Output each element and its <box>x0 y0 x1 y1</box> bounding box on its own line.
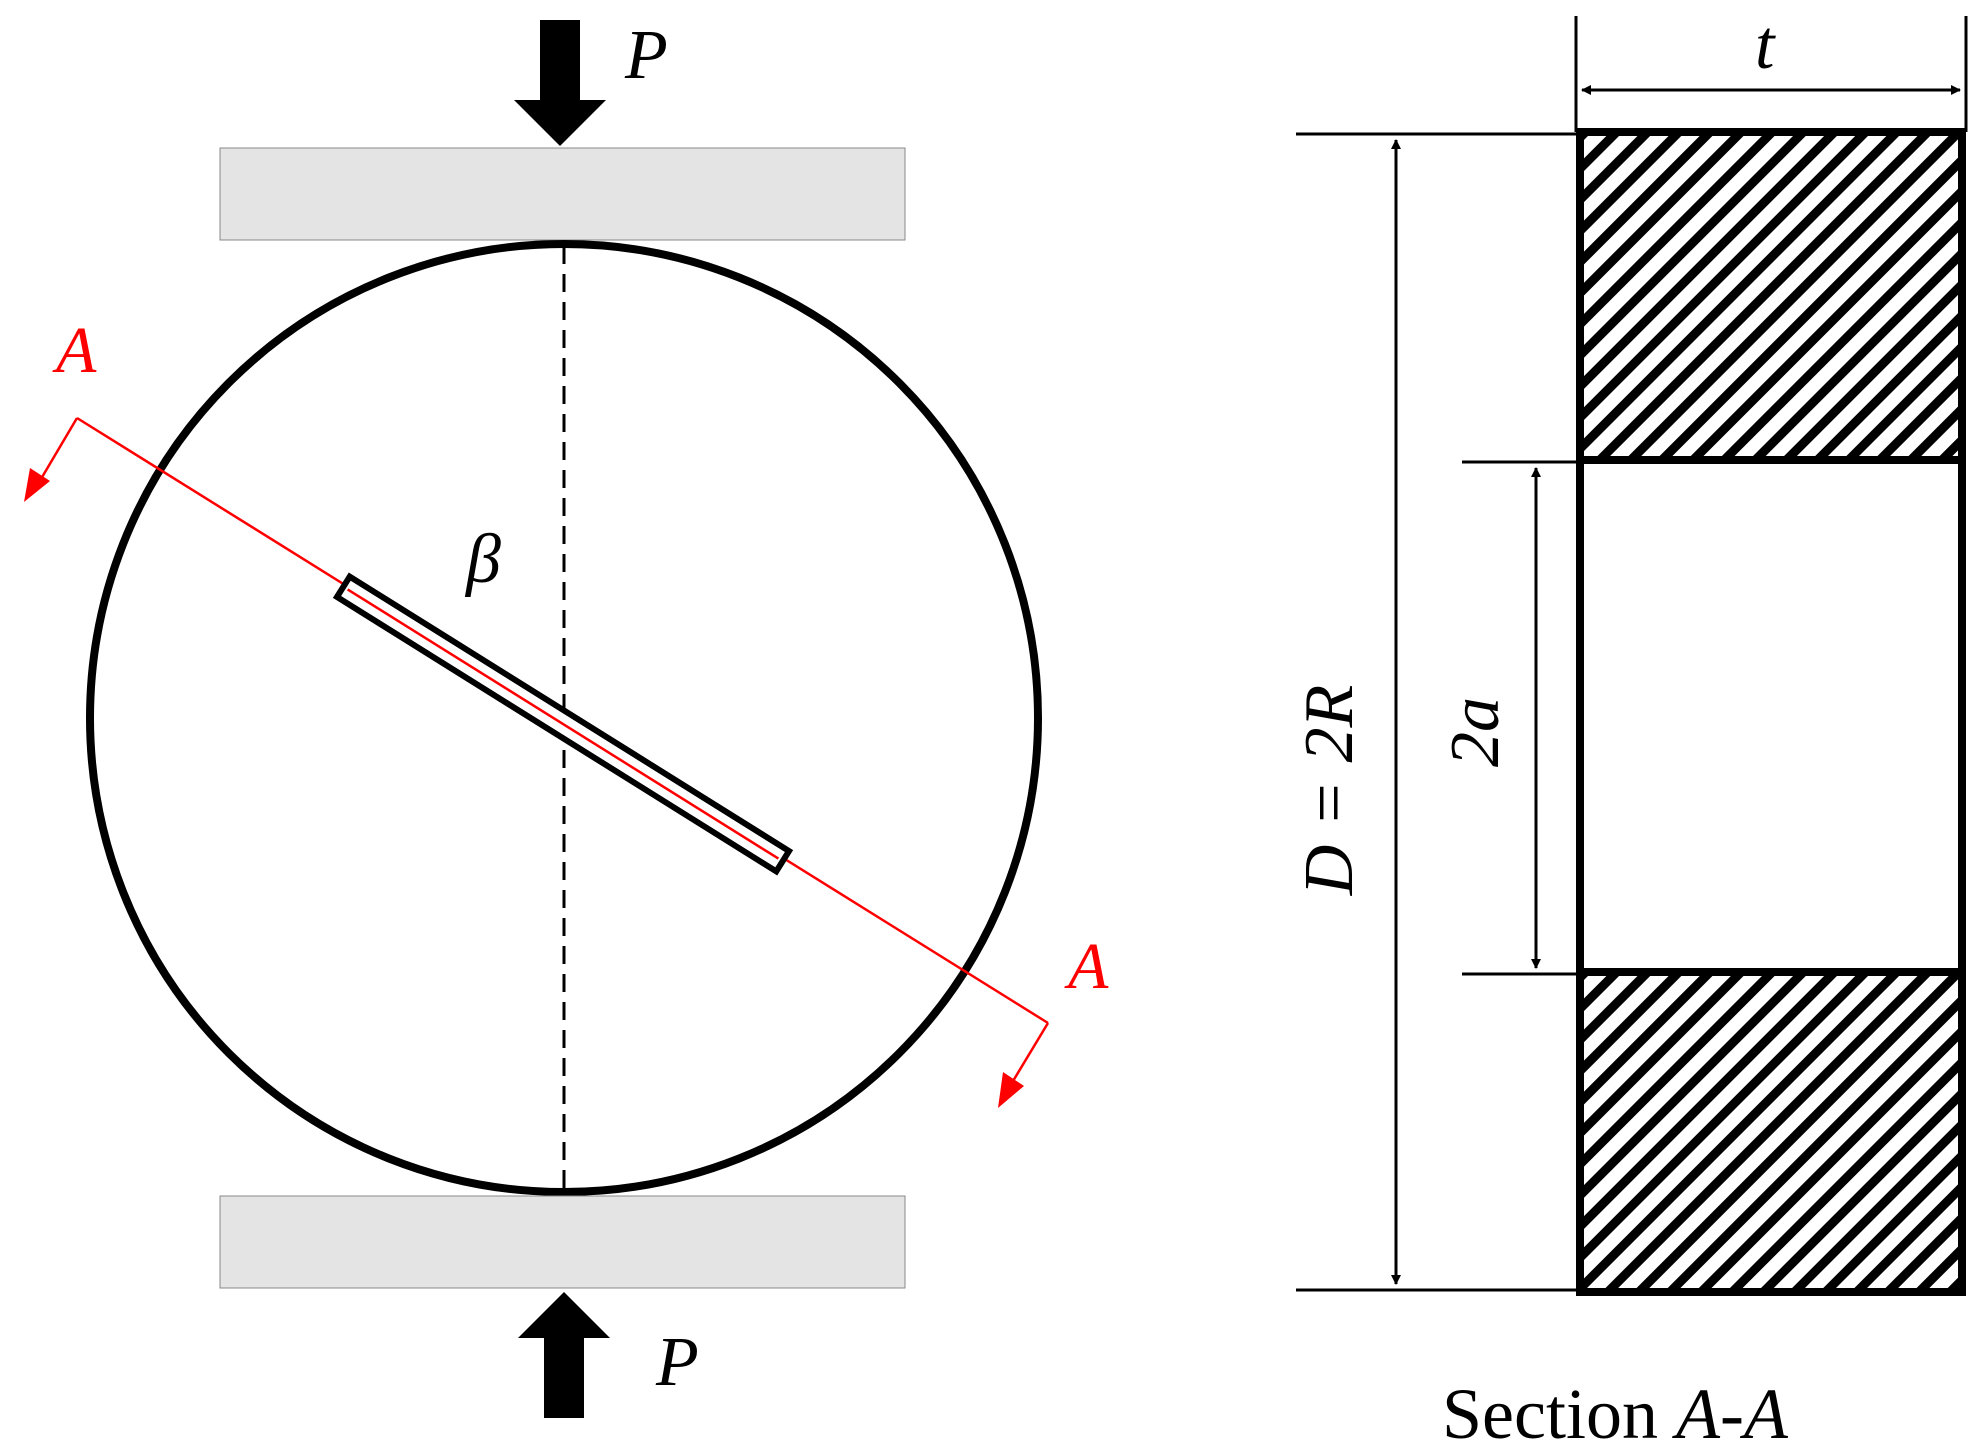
lower-hatched-section <box>1576 968 1966 1296</box>
bottom-load-label: P <box>655 1324 699 1401</box>
crack-length-label: 2a <box>1437 697 1514 767</box>
section-caption-name: A-A <box>1672 1374 1789 1454</box>
bottom-load-arrow <box>518 1292 610 1418</box>
section-arrowhead-left <box>24 468 50 502</box>
upper-hatched-section <box>1576 128 1966 464</box>
section-label-left: A <box>52 314 97 387</box>
top-load-arrow <box>514 20 606 146</box>
section-label-right: A <box>1064 930 1109 1003</box>
disc-specimen: P A A β P <box>24 17 1109 1418</box>
angle-label: β <box>464 521 501 598</box>
section-view: t D = 2R 2a Section A-A <box>1291 7 1968 1454</box>
thickness-label: t <box>1755 7 1776 84</box>
crack-opening <box>1576 456 1966 976</box>
diameter-label: D = 2R <box>1291 685 1368 897</box>
section-indicator-right <box>1008 1022 1050 1087</box>
bottom-platen <box>219 1195 906 1289</box>
section-arrowhead-right <box>998 1072 1024 1108</box>
crack-centerline <box>346 588 780 860</box>
top-load-label: P <box>624 17 668 94</box>
top-platen <box>219 147 906 241</box>
section-indicator-left <box>36 417 79 485</box>
section-caption: Section A-A <box>1442 1374 1789 1454</box>
disc-outline <box>86 240 1042 1196</box>
section-caption-prefix: Section <box>1442 1374 1676 1454</box>
